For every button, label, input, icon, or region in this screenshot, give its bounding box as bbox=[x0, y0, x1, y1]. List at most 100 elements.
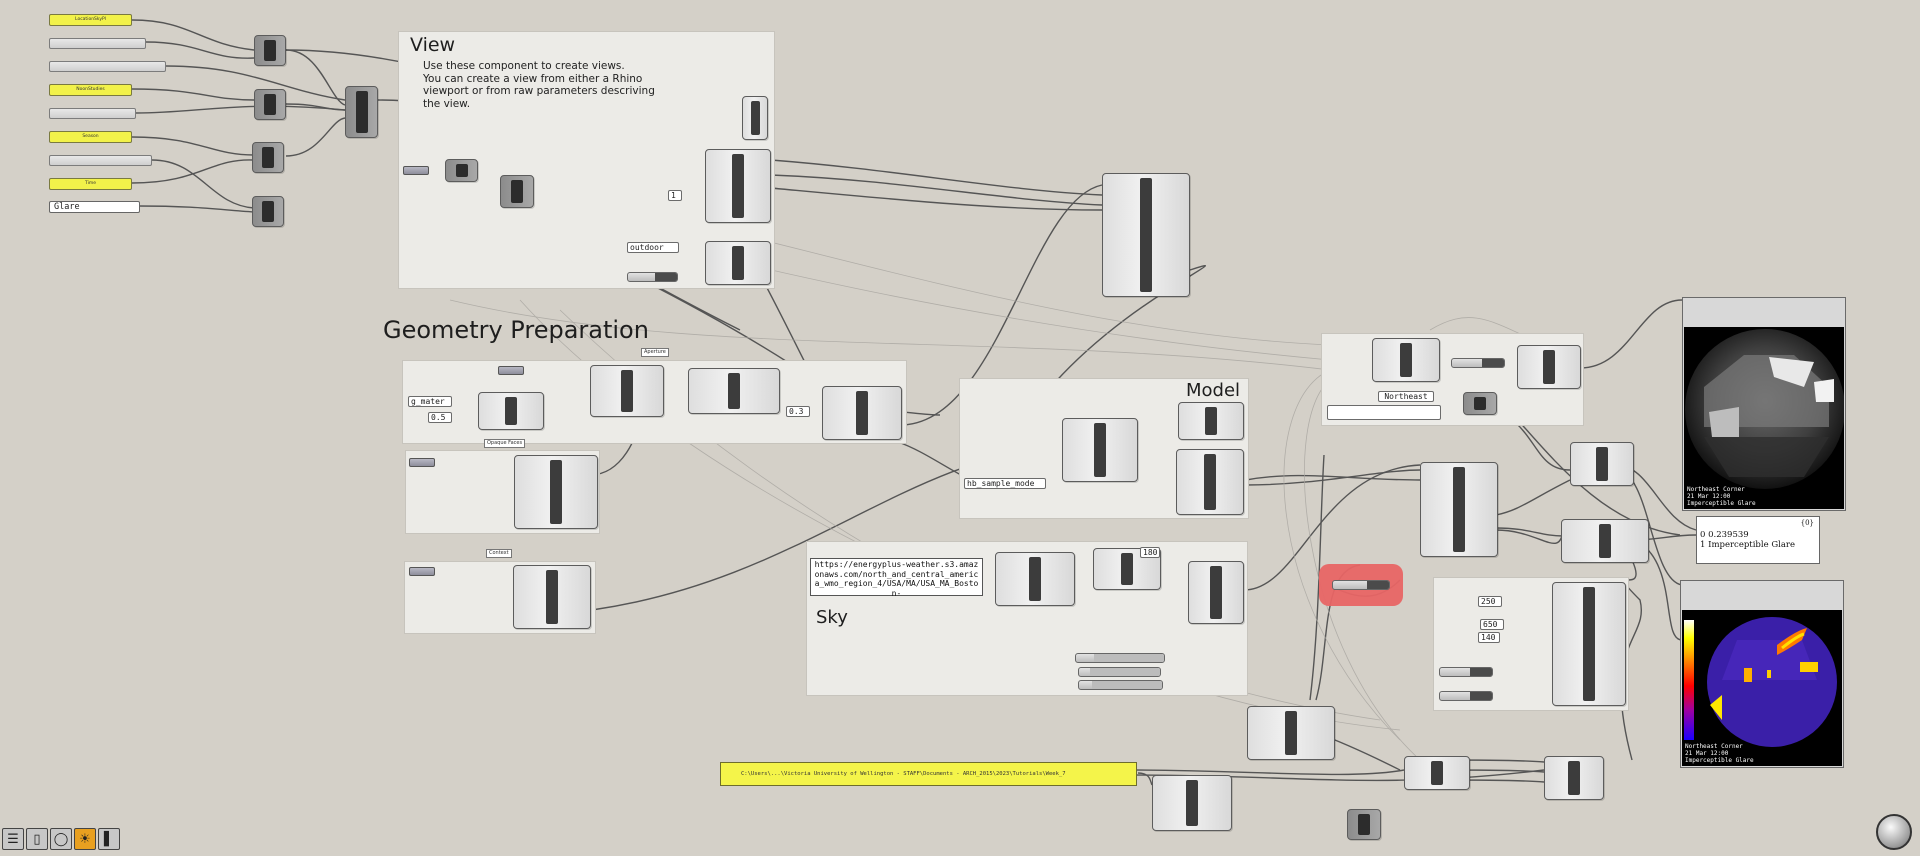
outdoor-param[interactable]: outdoor bbox=[627, 242, 679, 253]
highlighted-slider[interactable] bbox=[1332, 580, 1390, 590]
component[interactable] bbox=[500, 175, 534, 208]
one-param[interactable]: 1 bbox=[668, 190, 682, 201]
component[interactable] bbox=[1062, 418, 1138, 482]
component[interactable] bbox=[1176, 449, 1244, 515]
wire bbox=[285, 103, 346, 111]
view-group-description: Use these component to create views. You… bbox=[423, 60, 655, 110]
value-650-param[interactable]: 650 bbox=[1480, 619, 1504, 630]
component[interactable] bbox=[1178, 402, 1244, 440]
slider[interactable] bbox=[1078, 667, 1161, 677]
component[interactable] bbox=[1102, 173, 1190, 297]
component[interactable] bbox=[590, 365, 664, 417]
phone-icon[interactable]: ▯ bbox=[26, 828, 48, 850]
wire bbox=[770, 159, 1103, 196]
component[interactable] bbox=[822, 386, 902, 440]
component[interactable] bbox=[254, 35, 286, 66]
database-icon[interactable]: ◯ bbox=[50, 828, 72, 850]
noon-studies-panel[interactable]: NoonStudies bbox=[49, 84, 132, 96]
input-panel[interactable] bbox=[49, 108, 136, 119]
readout-line-1: 0 0.239539 bbox=[1700, 530, 1749, 540]
wire bbox=[1495, 527, 1564, 537]
season-panel[interactable]: Season bbox=[49, 131, 132, 143]
location-panel[interactable]: LocationSkyPl bbox=[49, 14, 132, 26]
component[interactable] bbox=[1372, 338, 1440, 382]
books-icon[interactable]: ▌ bbox=[98, 828, 120, 850]
file-path-panel[interactable]: C:\Users\...\Victoria University of Well… bbox=[720, 762, 1137, 786]
component[interactable] bbox=[1404, 756, 1470, 790]
input-panel[interactable] bbox=[49, 155, 152, 166]
input-panel[interactable] bbox=[49, 61, 166, 72]
image-viewer-hdr[interactable]: Northeast Corner 21 Mar 12:00 Impercepti… bbox=[1682, 297, 1846, 511]
component[interactable] bbox=[1570, 442, 1634, 486]
half-param[interactable]: 0.5 bbox=[428, 412, 452, 423]
component[interactable] bbox=[1552, 582, 1626, 706]
fisheye-render-svg bbox=[1685, 329, 1844, 489]
component[interactable] bbox=[705, 241, 771, 285]
northeast-param[interactable]: Northeast bbox=[1378, 391, 1434, 402]
slider[interactable] bbox=[1439, 667, 1493, 677]
readout-line-2: 1 Imperceptible Glare bbox=[1700, 540, 1795, 550]
view-component[interactable] bbox=[705, 149, 771, 223]
component[interactable] bbox=[1463, 392, 1497, 415]
viewer-caption-top: Northeast Corner 21 Mar 12:00 Impercepti… bbox=[1687, 486, 1756, 507]
slider[interactable] bbox=[1078, 680, 1163, 690]
component[interactable] bbox=[254, 89, 286, 120]
wire bbox=[1495, 529, 1564, 544]
component[interactable] bbox=[252, 142, 284, 173]
navigation-orb-icon[interactable] bbox=[1876, 814, 1912, 850]
glare-panel[interactable]: Glare bbox=[49, 201, 140, 213]
menu-icon[interactable]: ☰ bbox=[2, 828, 24, 850]
slider[interactable] bbox=[1439, 691, 1493, 701]
component[interactable] bbox=[513, 565, 591, 629]
component[interactable] bbox=[514, 455, 598, 529]
toggle-param[interactable] bbox=[409, 458, 435, 467]
component[interactable] bbox=[688, 368, 780, 414]
component[interactable] bbox=[1517, 345, 1581, 389]
falsecolor-render-image: Northeast Corner 21 Mar 12:00 Impercepti… bbox=[1682, 610, 1842, 766]
component[interactable] bbox=[1152, 775, 1232, 831]
component[interactable] bbox=[1347, 809, 1381, 840]
value-140-param[interactable]: 140 bbox=[1478, 632, 1500, 643]
component[interactable] bbox=[1561, 519, 1649, 563]
wire bbox=[151, 159, 255, 209]
wire bbox=[1245, 474, 1421, 481]
component[interactable] bbox=[1420, 462, 1498, 557]
toggle-param[interactable] bbox=[409, 567, 435, 576]
wire bbox=[1495, 479, 1571, 516]
hb-sample-mode-param[interactable]: hb_sample_mode bbox=[964, 478, 1046, 489]
component[interactable] bbox=[445, 159, 478, 182]
slider[interactable] bbox=[627, 272, 678, 282]
component[interactable] bbox=[995, 552, 1075, 606]
input-panel[interactable] bbox=[49, 38, 146, 49]
value-250-param[interactable]: 250 bbox=[1478, 596, 1502, 607]
component[interactable] bbox=[252, 196, 284, 227]
value-180-param[interactable]: 180 bbox=[1140, 547, 1160, 558]
three-param[interactable]: 0.3 bbox=[786, 406, 810, 417]
time-panel[interactable]: Time bbox=[49, 178, 132, 190]
context-tag: Context bbox=[486, 549, 512, 558]
wire bbox=[131, 19, 255, 51]
g-mater-param[interactable]: g_mater bbox=[408, 396, 452, 407]
empty-param[interactable] bbox=[1327, 405, 1441, 420]
component[interactable] bbox=[345, 86, 378, 138]
sun-icon[interactable]: ☀ bbox=[74, 828, 96, 850]
weather-url-panel[interactable]: https://energyplus-weather.s3.amazonaws.… bbox=[810, 558, 983, 598]
image-viewer-falsecolor[interactable]: Northeast Corner 21 Mar 12:00 Impercepti… bbox=[1680, 580, 1844, 768]
sky-group-title: Sky bbox=[816, 607, 848, 628]
readout-index: {0} bbox=[1800, 519, 1814, 527]
component[interactable] bbox=[1247, 706, 1335, 760]
component[interactable] bbox=[478, 392, 544, 430]
wire bbox=[770, 187, 1103, 211]
wire bbox=[1131, 769, 1405, 776]
wire bbox=[135, 105, 346, 114]
aperture-tag: Aperture bbox=[641, 348, 669, 357]
component[interactable] bbox=[1188, 561, 1244, 624]
component[interactable] bbox=[742, 96, 768, 140]
slider[interactable] bbox=[1075, 653, 1165, 663]
toggle-param[interactable] bbox=[403, 166, 429, 175]
slider[interactable] bbox=[1451, 358, 1505, 368]
geometry-preparation-title: Geometry Preparation bbox=[383, 316, 649, 344]
toggle-param[interactable] bbox=[498, 366, 524, 375]
component[interactable] bbox=[1544, 756, 1604, 800]
